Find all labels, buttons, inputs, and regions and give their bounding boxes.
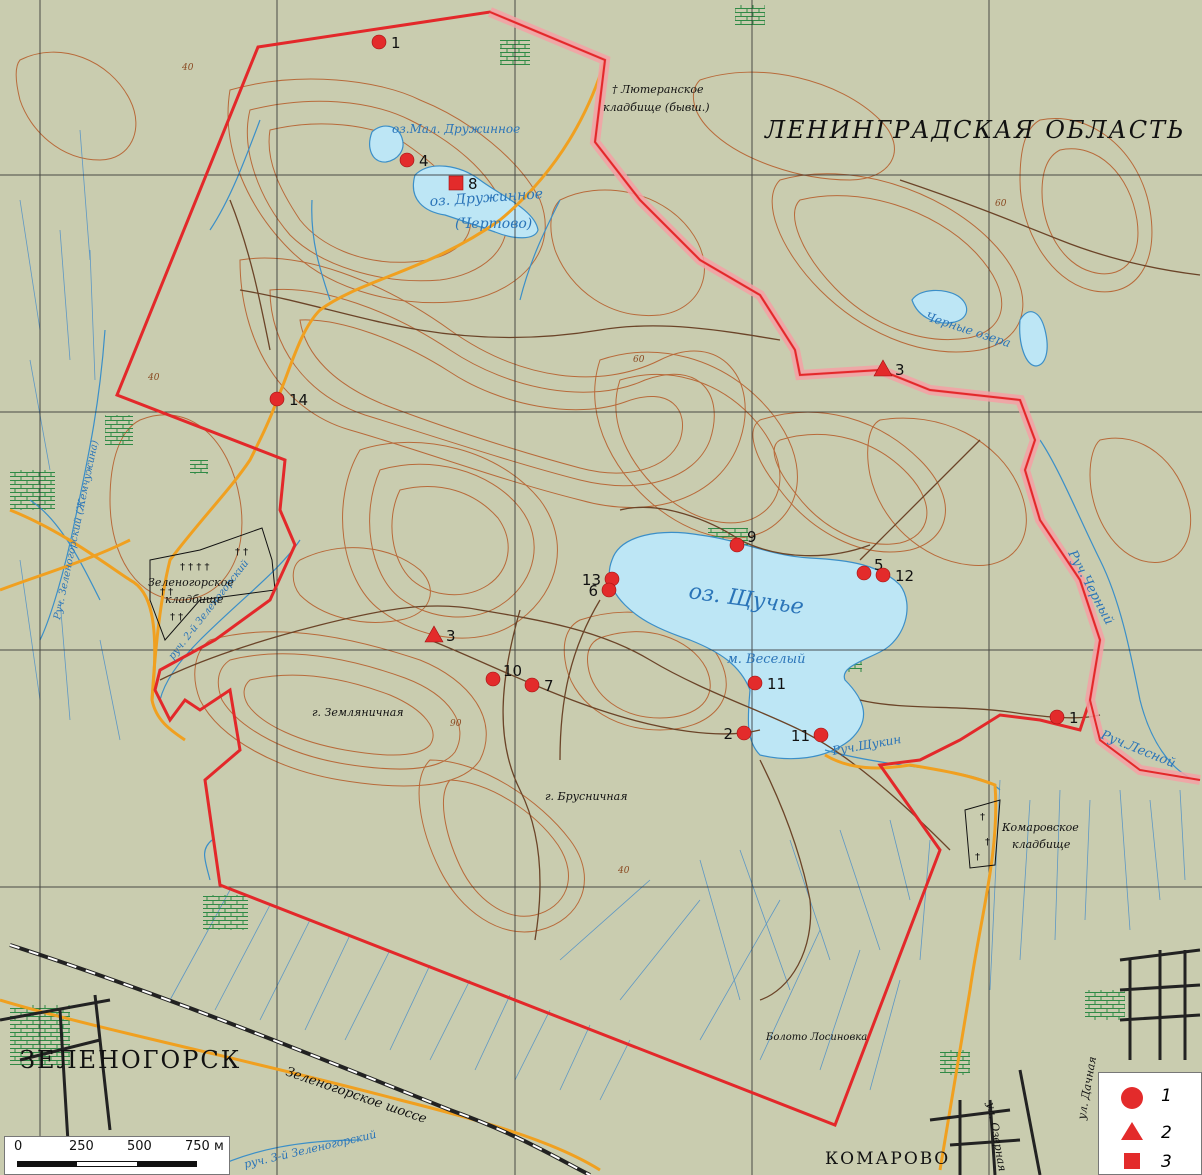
site-marker-circle (371, 34, 387, 50)
lake-black-1 (911, 289, 968, 324)
cemetery-label-komarovo: Комаровское (1001, 821, 1079, 834)
site-marker-circle (813, 727, 829, 743)
contour-label: 90 (450, 719, 462, 729)
lake-label-mal-druzhnoe: оз.Мал. Дружинное (392, 122, 520, 136)
site-marker-label: 5 (874, 556, 884, 574)
contour-label: 40 (617, 866, 630, 876)
legend-item (1121, 1087, 1143, 1109)
site-marker-circle (1049, 709, 1065, 725)
site-marker-label: 1 (1069, 709, 1079, 727)
site-marker-circle (524, 677, 540, 693)
site-marker-label: 12 (895, 567, 914, 585)
scale-tick: 750 м (185, 1139, 224, 1154)
contour-label: 60 (995, 199, 1007, 209)
site-marker-label: 11 (767, 675, 786, 693)
svg-text:† †: † † (170, 612, 183, 623)
oblast-boundary-core (489, 11, 1201, 781)
legend-label: 2 (1161, 1123, 1172, 1143)
cemetery-crosses: † † † † † † † † † † † † † (160, 547, 990, 863)
site-marker-triangle (873, 359, 893, 377)
svg-text:† †: † † (235, 547, 248, 558)
site-marker-circle (856, 565, 872, 581)
lake-black-2 (1019, 311, 1048, 367)
lake-mal-druzhnoe (369, 125, 404, 163)
site-marker-circle (269, 391, 285, 407)
scale-tick: 500 (127, 1139, 152, 1154)
contour-label: 40 (181, 63, 194, 73)
site-marker-square (448, 175, 464, 191)
water-bodies (369, 125, 1048, 760)
site-marker-label: 7 (544, 677, 554, 695)
bog-label-losinovka: Болото Лосиновка (765, 1032, 867, 1043)
site-marker-circle (729, 537, 745, 553)
site-marker-label: 11 (791, 727, 810, 745)
svg-text:† †: † † (160, 587, 173, 598)
scale-tick: 0 (14, 1139, 23, 1154)
cape-label-veselyi: м. Веселый (727, 652, 806, 667)
site-marker-label: 13 (582, 571, 601, 589)
site-marker-circle (485, 671, 501, 687)
legend-square-icon (1124, 1153, 1140, 1169)
scale-bar: 0 250 500 750 м (4, 1136, 230, 1175)
cemetery-label-lutheran: † Лютеранское (612, 83, 704, 96)
site-marker-label: 10 (503, 662, 522, 680)
site-marker-triangle (424, 625, 444, 643)
svg-text:†: † (985, 837, 990, 848)
lake-label-druzhnoe-alt: (Чертово) (455, 216, 532, 232)
site-marker-circle (747, 675, 763, 691)
town-streets (0, 948, 1201, 1175)
site-marker-circle (875, 567, 891, 583)
cemetery-label-zelenogorsk: Зеленогорское (148, 576, 234, 589)
svg-text:†: † (975, 852, 980, 863)
region-label-oblast: ЛЕНИНГРАДСКАЯ ОБЛАСТЬ (764, 116, 1185, 144)
town-label-komarovo: КОМАРОВО (825, 1149, 950, 1169)
site-marker-label: 3 (446, 627, 456, 645)
site-marker-label: 2 (723, 725, 733, 743)
legend-label: 3 (1161, 1152, 1172, 1172)
site-marker-circle (399, 152, 415, 168)
legend-triangle-icon (1121, 1122, 1143, 1140)
site-marker-circle (601, 582, 617, 598)
site-marker-label: 8 (468, 175, 478, 193)
cemetery-label-zelenogorsk-2: кладбище (165, 593, 224, 606)
site-marker-label: 3 (895, 361, 905, 379)
site-marker-label: 1 (391, 34, 401, 52)
site-marker-circle (736, 725, 752, 741)
contour-label: 60 (633, 355, 645, 365)
legend: 1 2 3 (1098, 1072, 1202, 1175)
cemetery-label-komarovo-2: кладбище (1012, 838, 1071, 851)
contour-label: 40 (147, 373, 160, 383)
contour-numbers: 40 60 60 40 90 40 (147, 63, 1007, 876)
site-marker-label: 9 (747, 528, 757, 546)
railway (9, 943, 591, 1175)
scale-tick: 250 (69, 1139, 94, 1154)
cemetery-label-lutheran-2: кладбище (бывш.) (603, 101, 710, 114)
site-marker-label: 6 (588, 582, 598, 600)
town-label-zelenogorsk: ЗЕЛЕНОГОРСК (20, 1046, 241, 1074)
lake-label-druzhnoe: оз. Дружинное (429, 186, 543, 210)
scale-bar-segments (17, 1161, 197, 1167)
site-marker-label: 14 (289, 391, 308, 409)
hill-label-brusnichnaya: г. Брусничная (545, 790, 627, 803)
legend-label: 1 (1161, 1086, 1172, 1106)
site-marker-label: 4 (419, 152, 429, 170)
hill-label-zemlyanichnaya: г. Земляничная (312, 706, 404, 719)
scale-tick-labels: 0 250 500 750 м (5, 1139, 231, 1157)
svg-text:†: † (980, 812, 985, 823)
svg-text:† † † †: † † † † (180, 562, 210, 573)
